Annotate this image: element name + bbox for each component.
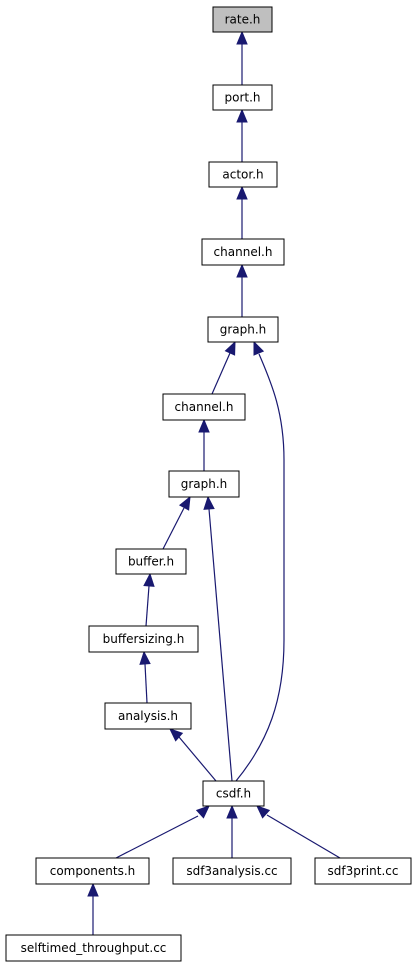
node-box [172,857,292,885]
edges-layer [87,30,341,935]
edge-csdf_h-to-graph_h_2 [203,495,233,782]
edge-analysis_h-to-buffersizing_h [139,650,151,704]
node-box [104,702,192,730]
arrowhead [87,882,99,897]
edge-csdf_h-to-graph_h_1 [235,340,285,782]
node-label: sdf3analysis.cc [186,864,277,878]
node-csdf-h[interactable]: csdf.h [202,780,265,807]
edge-line [144,663,148,704]
node-graph-h-1[interactable]: graph.h [207,316,279,343]
node-box [162,393,246,421]
arrowhead [253,340,265,356]
node-sdf3analysis-cc[interactable]: sdf3analysis.cc [172,857,292,885]
node-label: graph.h [220,323,267,337]
node-buffer-h[interactable]: buffer.h [115,548,187,575]
edge-graph_h_2-to-channel_h_2 [198,418,210,471]
node-label: port.h [224,91,260,105]
edge-graph_h_1-to-channel_h_1 [236,263,248,317]
node-box [314,857,412,885]
arrowhead [195,805,210,819]
edge-line [235,353,285,782]
node-box [207,316,279,343]
node-graph-h-2[interactable]: graph.h [168,470,240,498]
edge-csdf_h-to-analysis_h [169,728,217,782]
arrowhead [198,418,210,433]
edge-sdf3print_cc-to-csdf_h [256,805,341,859]
edge-line [266,814,341,859]
edge-buffer_h-to-graph_h_2 [162,495,191,550]
node-label: csdf.h [216,787,251,801]
edge-channel_h_1-to-actor_h [236,185,248,239]
edge-line [145,585,150,627]
edge-components_h-to-csdf_h [115,805,210,859]
arrowhead [236,185,248,200]
node-box [168,470,240,498]
node-box [88,625,199,653]
node-label: channel.h [175,400,234,414]
arrowhead [224,340,236,356]
node-box [115,548,187,575]
node-channel-h-2[interactable]: channel.h [162,393,246,421]
node-port-h[interactable]: port.h [212,84,273,111]
edge-line [211,352,231,395]
edge-buffersizing_h-to-buffer_h [143,572,155,627]
node-label: components.h [50,864,136,878]
node-label: buffer.h [128,555,174,569]
node-label: selftimed_throughput.cc [21,941,167,955]
nodes-layer: rate.h port.h actor.h channel.h graph.h chann… [5,6,412,962]
node-label: actor.h [222,168,263,182]
arrowhead [256,805,271,819]
edge-line [162,507,185,550]
node-label: buffersizing.h [103,632,185,646]
node-label: sdf3print.cc [328,864,399,878]
edge-actor_h-to-port_h [236,108,248,162]
node-box [202,780,265,807]
edge-line [178,736,217,782]
node-label: channel.h [214,245,273,259]
node-box [212,84,273,111]
edge-selftimed_throughput_cc-to-components_h [87,882,99,935]
node-rate-h: rate.h [212,6,273,33]
node-box [212,6,273,33]
node-label: graph.h [181,477,228,491]
node-components-h[interactable]: components.h [35,857,150,885]
edge-line [208,508,233,782]
node-label: rate.h [225,13,261,27]
arrowhead [236,108,248,123]
node-box [208,161,278,188]
node-analysis-h[interactable]: analysis.h [104,702,192,730]
arrowhead [236,30,248,45]
arrowhead [143,572,155,587]
node-sdf3print-cc[interactable]: sdf3print.cc [314,857,412,885]
edge-sdf3analysis_cc-to-csdf_h [226,804,238,858]
edge-line [115,815,199,859]
arrowhead [139,650,151,665]
arrowhead [203,495,215,510]
arrowhead [178,495,191,511]
arrowhead [169,728,184,742]
node-actor-h[interactable]: actor.h [208,161,278,188]
node-selftimed-throughput-cc[interactable]: selftimed_throughput.cc [5,934,182,962]
edge-port_h-to-rate_h [236,30,248,85]
node-box [5,934,182,962]
arrowhead [236,263,248,278]
node-box [201,238,285,266]
node-buffersizing-h[interactable]: buffersizing.h [88,625,199,653]
node-box [35,857,150,885]
node-label: analysis.h [118,709,178,723]
edge-channel_h_2-to-graph_h_1 [211,340,236,395]
arrowhead [226,804,238,819]
node-channel-h-1[interactable]: channel.h [201,238,285,266]
